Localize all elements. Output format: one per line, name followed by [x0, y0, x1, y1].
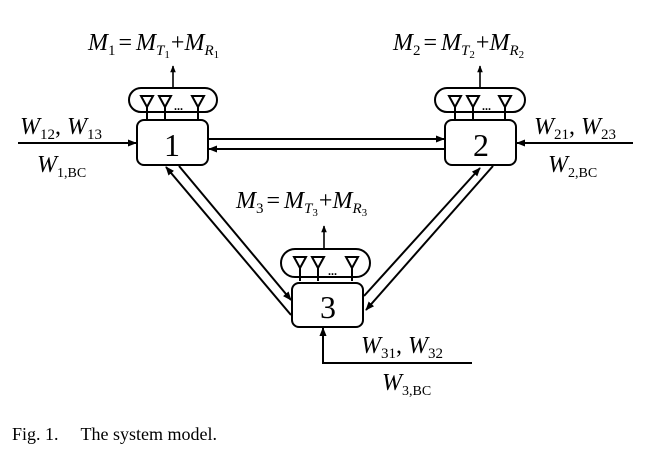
node-3-antenna-equation: M3=MT3+MR3 — [235, 188, 368, 219]
node-1-antenna-ellipsis: ... — [174, 99, 183, 113]
antenna-icon — [140, 95, 154, 121]
node-3-label: 3 — [320, 289, 336, 325]
antenna-icon — [466, 95, 480, 121]
node-2-antenna-ellipsis: ... — [482, 99, 491, 113]
node-1-messages-label: W12,W13 — [20, 114, 102, 143]
node-2: ... 2 M2=MT2+MR2 W21,W23 W2,BC — [392, 30, 633, 181]
node-1-box — [136, 119, 209, 166]
antenna-icon — [448, 95, 462, 121]
link-1-to-3 — [178, 165, 292, 301]
node-2-antenna-equation: M2=MT2+MR2 — [392, 30, 524, 61]
node-3-antenna-ellipsis: ... — [328, 264, 337, 278]
node-2-messages-label: W21,W23 — [534, 114, 616, 143]
node-3-messages-label: W31,W32 — [361, 333, 443, 362]
link-3-to-2 — [363, 167, 481, 297]
links — [165, 135, 494, 316]
node-3-antenna-array — [280, 248, 371, 278]
node-1: ... 1 M1=MT1+MR1 W12,W13 W1,BC — [18, 30, 219, 181]
node-3: ... 3 M3=MT3+MR3 W31,W32 W3,BC — [235, 188, 472, 399]
node-3-input-arrow — [319, 327, 472, 364]
antenna-icon — [191, 95, 205, 121]
node-1-antenna-array — [128, 87, 218, 113]
link-2-to-3 — [365, 165, 494, 311]
node-2-broadcast-label: W2,BC — [548, 152, 597, 181]
figure-caption-text: The system model. — [80, 424, 217, 444]
antenna-icon — [158, 95, 172, 121]
antenna-icon — [498, 95, 512, 121]
figure-caption: Fig. 1. The system model. — [12, 424, 217, 445]
figure-caption-label: Fig. 1. — [12, 424, 59, 444]
node-1-antenna-equation: M1=MT1+MR1 — [87, 30, 219, 61]
node-2-label: 2 — [473, 127, 489, 163]
node-3-broadcast-label: W3,BC — [382, 370, 431, 399]
node-1-label: 1 — [164, 127, 180, 163]
node-1-broadcast-label: W1,BC — [37, 152, 86, 181]
link-3-to-1 — [165, 166, 292, 316]
node-2-antenna-array — [434, 87, 526, 113]
node-3-box — [291, 282, 364, 328]
node-2-box — [444, 119, 517, 166]
